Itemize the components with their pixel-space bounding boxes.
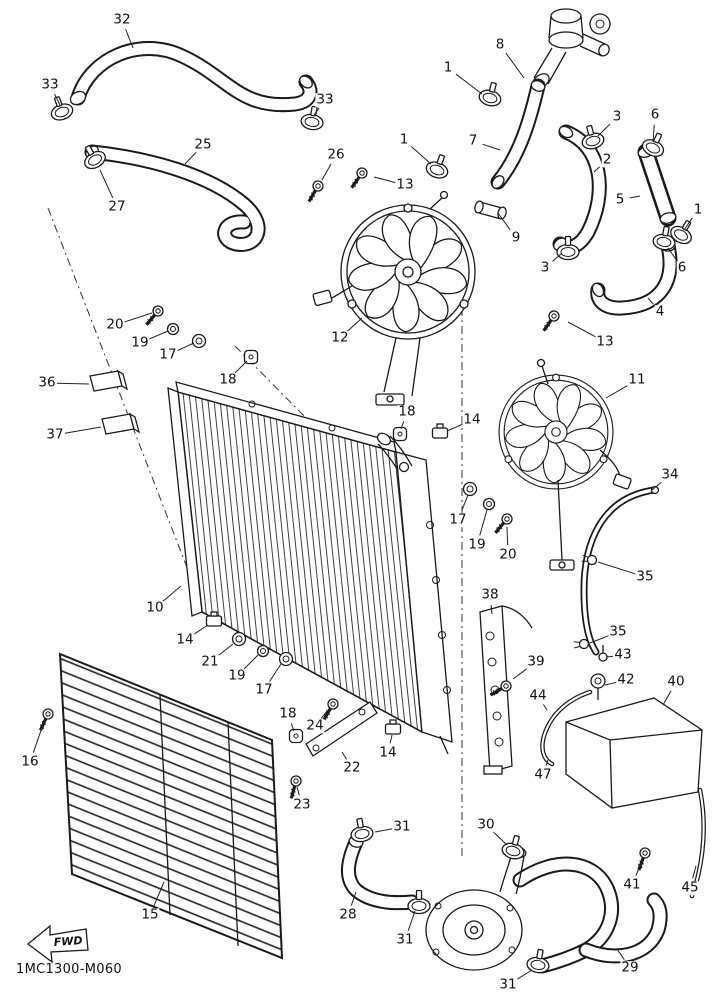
callout-9: 9 — [510, 229, 522, 246]
callout-32: 32 — [112, 11, 132, 28]
callout-24: 24 — [305, 717, 325, 734]
fwd-arrow: FWD — [26, 924, 89, 964]
callout-35: 35 — [608, 623, 628, 640]
joint-pipe-9 — [474, 200, 507, 220]
callout-19: 19 — [467, 536, 487, 553]
callout-44: 44 — [528, 687, 548, 704]
callout-8: 8 — [494, 36, 506, 53]
callout-1: 1 — [442, 59, 454, 76]
callout-39: 39 — [526, 653, 546, 670]
callout-1: 1 — [692, 201, 704, 218]
callout-47: 47 — [533, 766, 553, 783]
cooling-fan-1 — [312, 190, 476, 406]
callout-25: 25 — [193, 136, 213, 153]
callout-31: 31 — [395, 931, 415, 948]
callout-18: 18 — [218, 371, 238, 388]
callout-16: 16 — [20, 753, 40, 770]
callout-26: 26 — [326, 146, 346, 163]
callout-20: 20 — [105, 316, 125, 333]
callout-31: 31 — [392, 818, 412, 835]
callout-3: 3 — [539, 259, 551, 276]
callout-41: 41 — [622, 876, 642, 893]
callout-3: 3 — [611, 108, 623, 125]
callout-31: 31 — [498, 976, 518, 993]
callout-36: 36 — [37, 374, 57, 391]
callout-21: 21 — [200, 653, 220, 670]
callout-18: 18 — [278, 705, 298, 722]
callout-12: 12 — [330, 329, 350, 346]
callout-14: 14 — [378, 744, 398, 761]
callout-13: 13 — [395, 176, 415, 193]
callout-17: 17 — [158, 346, 178, 363]
callout-19: 19 — [130, 334, 150, 351]
reservoir-tank — [540, 485, 706, 899]
stay-22 — [305, 701, 378, 757]
callout-35: 35 — [635, 568, 655, 585]
callout-20: 20 — [498, 546, 518, 563]
callout-34: 34 — [660, 466, 680, 483]
bracket-38 — [479, 605, 533, 775]
radiator-hose-7 — [490, 78, 546, 190]
callout-28: 28 — [338, 906, 358, 923]
callout-19: 19 — [227, 667, 247, 684]
callout-23: 23 — [292, 796, 312, 813]
callout-17: 17 — [254, 681, 274, 698]
callout-40: 40 — [666, 673, 686, 690]
callout-6: 6 — [676, 259, 688, 276]
callout-4: 4 — [654, 303, 666, 320]
callout-6: 6 — [649, 106, 661, 123]
callout-7: 7 — [467, 132, 479, 149]
callout-15: 15 — [140, 906, 160, 923]
callout-13: 13 — [595, 333, 615, 350]
callout-29: 29 — [620, 959, 640, 976]
callout-33: 33 — [40, 76, 60, 93]
callout-2: 2 — [601, 151, 613, 168]
callout-33: 33 — [315, 91, 335, 108]
radiator — [167, 381, 453, 755]
mount-hardware — [34, 164, 654, 874]
callout-18: 18 — [397, 403, 417, 420]
callout-22: 22 — [342, 759, 362, 776]
part-code: 1MC1300-M060 — [16, 962, 122, 977]
thermostat-assembly — [532, 8, 611, 89]
callout-1: 1 — [398, 131, 410, 148]
callout-5: 5 — [614, 191, 626, 208]
callout-27: 27 — [107, 198, 127, 215]
callout-45: 45 — [680, 879, 700, 896]
callout-30: 30 — [476, 816, 496, 833]
leader-lines — [32, 29, 697, 981]
callout-10: 10 — [145, 599, 165, 616]
callout-14: 14 — [462, 411, 482, 428]
callout-37: 37 — [45, 426, 65, 443]
water-pump — [341, 834, 668, 974]
radiator-grille — [58, 652, 284, 960]
callout-38: 38 — [480, 586, 500, 603]
callout-17: 17 — [448, 511, 468, 528]
callout-11: 11 — [627, 371, 647, 388]
callout-43: 43 — [613, 646, 633, 663]
callout-14: 14 — [175, 631, 195, 648]
cooling-fan-2 — [498, 358, 632, 571]
fwd-label: FWD — [53, 934, 83, 949]
callout-42: 42 — [616, 671, 636, 688]
radiator-hose-32 — [69, 41, 318, 113]
